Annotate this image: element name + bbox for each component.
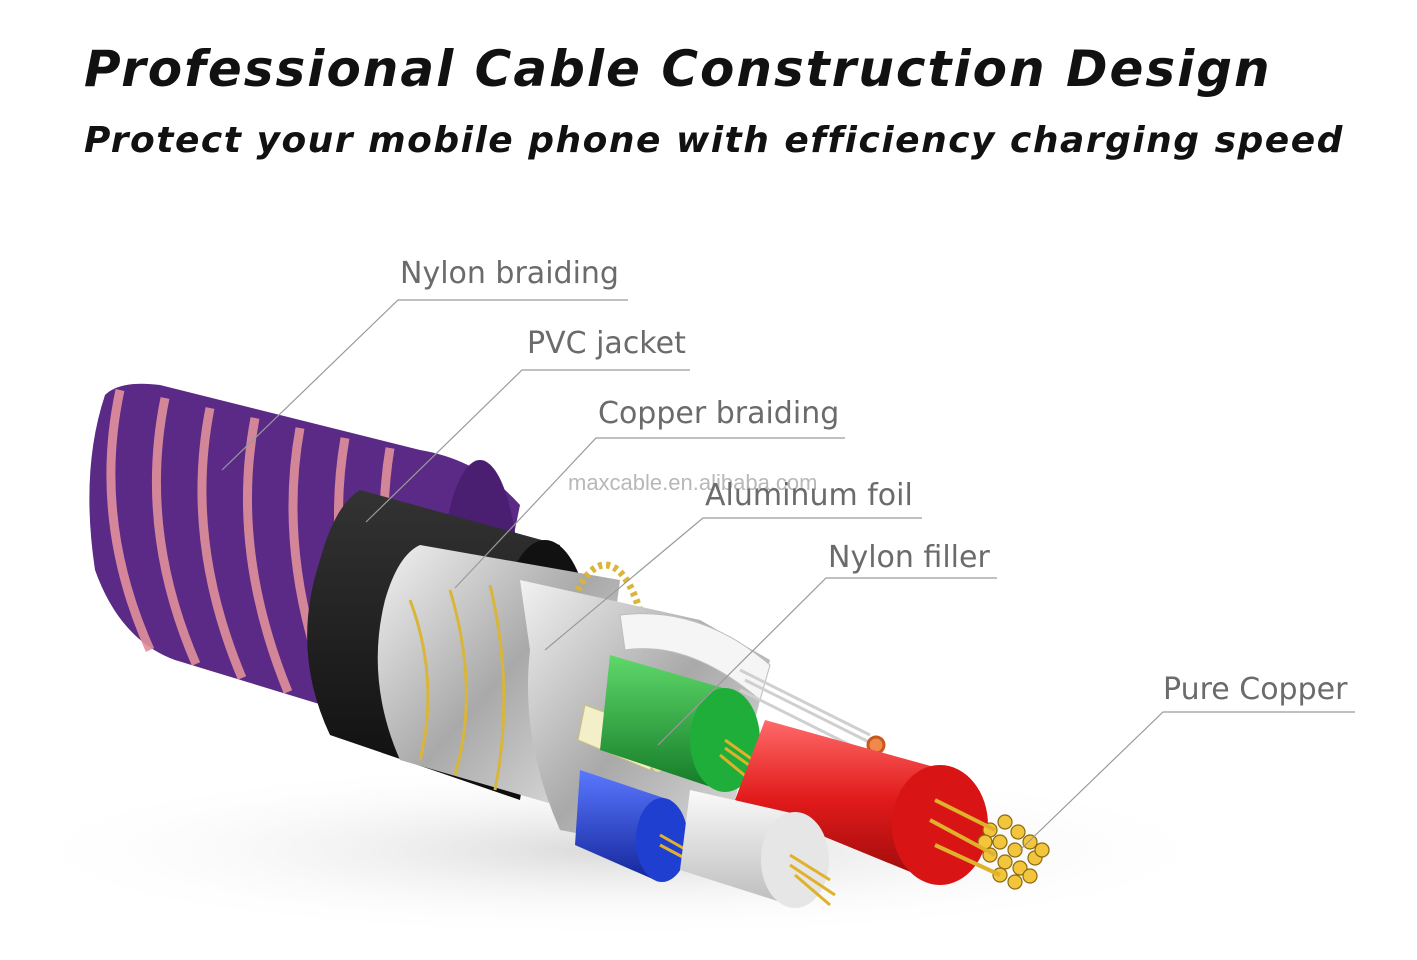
label-copper-braiding: Copper braiding — [598, 396, 839, 431]
label-aluminum-foil: Aluminum foil — [705, 478, 913, 513]
label-pvc-jacket: PVC jacket — [527, 326, 686, 361]
label-nylon-braiding: Nylon braiding — [400, 256, 619, 291]
label-nylon-filler: Nylon filler — [828, 540, 990, 575]
label-pure-copper: Pure Copper — [1163, 672, 1347, 707]
